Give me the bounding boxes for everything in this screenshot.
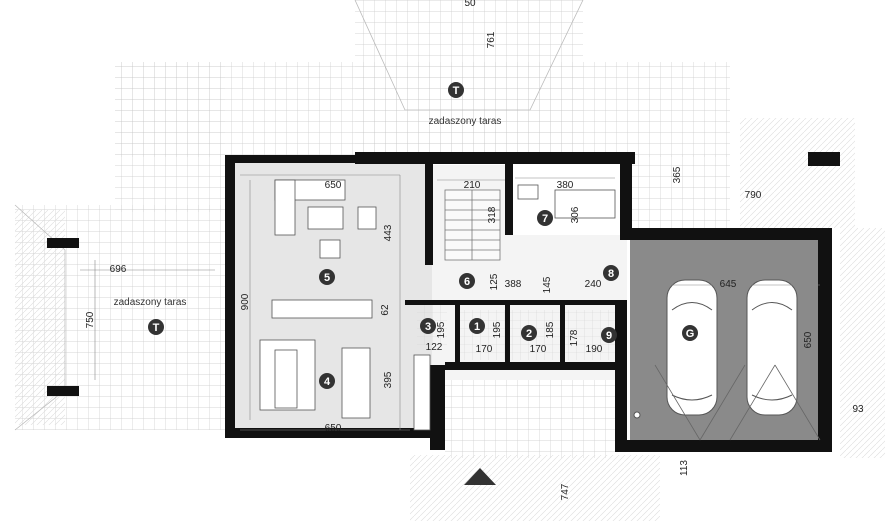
room-marker-5: 5 bbox=[319, 269, 335, 285]
room-marker-label: 2 bbox=[526, 328, 532, 340]
dim-650-garage: 650 bbox=[803, 331, 814, 348]
dim-195b: 195 bbox=[492, 321, 503, 338]
dim-195a: 195 bbox=[436, 321, 447, 338]
room-marker-7: 7 bbox=[537, 210, 553, 226]
dim-170a: 170 bbox=[476, 344, 493, 355]
room-marker-label: 3 bbox=[425, 321, 431, 333]
room-marker-label: 4 bbox=[324, 376, 331, 388]
room-marker-3: 3 bbox=[420, 318, 436, 334]
dim-645: 645 bbox=[720, 279, 737, 290]
room-marker-label: 5 bbox=[324, 272, 330, 284]
furniture bbox=[259, 179, 616, 431]
dim-145: 145 bbox=[542, 276, 553, 293]
room-marker-2: 2 bbox=[521, 325, 537, 341]
room-marker-8: 8 bbox=[603, 265, 619, 281]
room-marker-6: 6 bbox=[459, 273, 475, 289]
dim-696: 696 bbox=[110, 264, 127, 275]
room-marker-label: 8 bbox=[608, 268, 614, 280]
svg-text:T: T bbox=[153, 322, 160, 334]
room-markers: 1 2 3 4 5 6 7 8 9 bbox=[319, 210, 619, 389]
terrace-label-left: zadaszony taras bbox=[114, 297, 187, 308]
dim-306: 306 bbox=[570, 206, 581, 223]
entrance-arrow-icon bbox=[464, 468, 496, 485]
room-marker-1: 1 bbox=[469, 318, 485, 334]
dim-395: 395 bbox=[383, 371, 394, 388]
dim-650-top: 650 bbox=[325, 180, 342, 191]
dim-170b: 170 bbox=[530, 344, 547, 355]
room-marker-label: 6 bbox=[464, 276, 470, 288]
dim-747: 747 bbox=[560, 483, 571, 500]
dim-443: 443 bbox=[383, 224, 394, 241]
dim-380: 380 bbox=[557, 180, 574, 191]
dim-388: 388 bbox=[505, 279, 522, 290]
dim-365: 365 bbox=[672, 166, 683, 183]
room-marker-label: 7 bbox=[542, 213, 548, 225]
dim-750: 750 bbox=[85, 311, 96, 328]
dim-650-bottom: 650 bbox=[325, 423, 342, 434]
garage-marker: G bbox=[682, 325, 698, 341]
room-marker-label: 9 bbox=[606, 330, 612, 342]
dim-185: 185 bbox=[545, 321, 556, 338]
dim-318: 318 bbox=[487, 206, 498, 223]
dim-900: 900 bbox=[240, 293, 251, 310]
dim-240: 240 bbox=[585, 279, 602, 290]
terrace-paving bbox=[14, 0, 885, 521]
dim-93: 93 bbox=[852, 404, 864, 415]
walls bbox=[47, 152, 840, 452]
dim-122: 122 bbox=[426, 342, 443, 353]
dim-125: 125 bbox=[489, 273, 500, 290]
svg-text:T: T bbox=[453, 85, 460, 97]
dim-761: 761 bbox=[486, 31, 497, 48]
terrace-marker-left: T bbox=[148, 319, 164, 335]
dim-178: 178 bbox=[569, 329, 580, 346]
room-marker-label: 1 bbox=[474, 321, 480, 333]
terrace-label: zadaszony taras bbox=[429, 116, 502, 127]
svg-text:G: G bbox=[686, 328, 695, 340]
dim-62: 62 bbox=[380, 304, 391, 316]
dimension-lines bbox=[80, 174, 820, 431]
room-marker-9: 9 bbox=[601, 327, 617, 343]
dim-top: 50 bbox=[464, 0, 476, 9]
dim-113: 113 bbox=[679, 460, 690, 476]
dim-190: 190 bbox=[586, 344, 603, 355]
room-marker-4: 4 bbox=[319, 373, 335, 389]
dim-210: 210 bbox=[464, 180, 481, 191]
staircase bbox=[444, 189, 501, 261]
garage-cars bbox=[633, 279, 821, 441]
dim-790: 790 bbox=[745, 190, 762, 201]
terrace-marker: T bbox=[448, 82, 464, 98]
